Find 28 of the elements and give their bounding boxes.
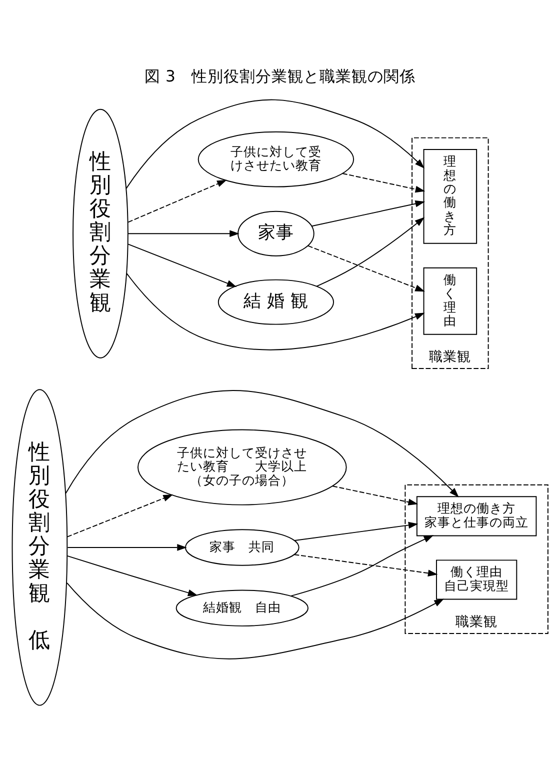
arrow <box>128 230 240 237</box>
arrow <box>66 494 174 537</box>
arrow <box>65 390 459 497</box>
arrow <box>308 244 425 292</box>
arrow <box>67 544 187 550</box>
node-ellipse: 家事 共同 <box>184 528 300 566</box>
arrow <box>290 534 434 596</box>
arrow <box>128 179 227 222</box>
arrow <box>128 243 237 286</box>
arrow <box>126 272 425 350</box>
arrow <box>66 554 198 596</box>
node-box: 理想の働き方 <box>423 148 478 244</box>
arrow <box>126 98 425 188</box>
arrow <box>66 582 444 659</box>
arrow <box>294 521 418 541</box>
node-ellipse: 性別役割分業観 低 <box>12 388 68 706</box>
node-box: 働く理由 自己実現型 <box>436 559 518 600</box>
node-ellipse: 家事 <box>238 210 314 256</box>
arrow <box>332 485 418 505</box>
arrow <box>311 200 426 226</box>
node-ellipse: 子供に対して受けさせたい教育 大学以上（女の子の場合） <box>137 428 347 505</box>
node-box: 理想の働き方 家事と仕事の両立 <box>416 496 537 536</box>
arrow <box>342 172 426 192</box>
diagram-title: 図 3 性別役割分業観と職業観の関係 <box>144 66 416 85</box>
node-box: 働く理由 <box>423 266 478 334</box>
node-ellipse: 性別役割分業観 <box>72 108 128 358</box>
arrow <box>316 216 425 286</box>
arrow <box>294 554 438 576</box>
